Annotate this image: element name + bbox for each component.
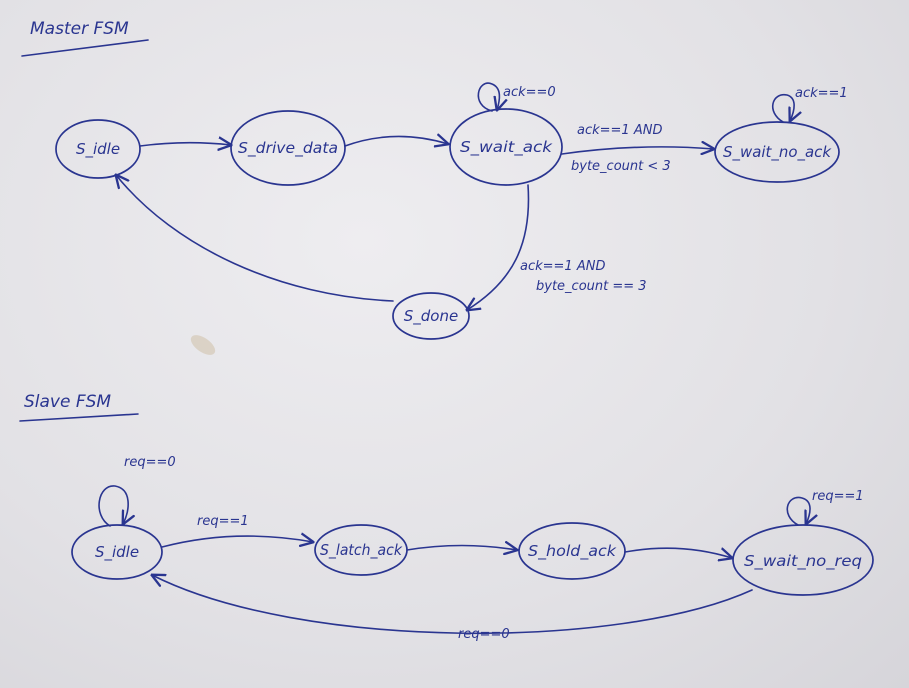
edge-slave-wait-no-req-self-label: req==1 [812, 489, 864, 504]
edge-wait-ack-to-done-label-2: byte_count == 3 [536, 279, 647, 294]
edge-wait-ack-self-loop [477, 82, 499, 111]
slave-state-latch-ack: S_latch_ack [314, 524, 408, 576]
slave-state-hold-ack: S_hold_ack [518, 522, 626, 580]
master-state-idle-label: S_idle [76, 140, 120, 159]
edge-wait-ack-to-wait-no-ack-label-2: byte_count < 3 [571, 159, 671, 174]
master-state-drive-data: S_drive_data [230, 110, 346, 186]
master-state-wait-ack: S_wait_ack [449, 108, 563, 186]
edge-wait-ack-to-wait-no-ack-label-1: ack==1 AND [577, 123, 662, 138]
edge-wait-no-ack-self-loop [772, 94, 794, 122]
paper-smudge [190, 335, 216, 355]
slave-state-wait-no-req-label: S_wait_no_req [744, 552, 862, 571]
edge-slave-wait-no-req-self-loop [786, 496, 810, 525]
edge-slave-idle-self-loop [98, 485, 128, 526]
edge-wait-ack-to-wait-no-ack [561, 147, 714, 154]
edge-slave-idle-to-latch-ack-label: req==1 [197, 514, 249, 529]
edge-slave-wait-no-req-to-idle [152, 575, 753, 635]
slave-title-underline [19, 413, 139, 422]
master-state-wait-ack-label: S_wait_ack [460, 138, 553, 157]
master-state-done-label: S_done [404, 307, 458, 326]
edge-wait-ack-self-label: ack==0 [503, 85, 556, 100]
slave-fsm-title: Slave FSM [24, 392, 111, 412]
edge-drive-data-to-wait-ack [344, 136, 448, 146]
edge-wait-ack-to-done-label-1: ack==1 AND [520, 259, 605, 274]
master-fsm-title: Master FSM [30, 19, 129, 39]
slave-state-latch-ack-label: S_latch_ack [320, 541, 403, 560]
master-state-wait-no-ack: S_wait_no_ack [714, 121, 840, 183]
edge-idle-to-drive-data [139, 143, 231, 146]
edge-slave-idle-self-label: req==0 [124, 455, 176, 470]
edge-slave-latch-ack-to-hold-ack [406, 546, 517, 551]
edge-slave-hold-ack-to-wait-no-req [624, 548, 732, 558]
slave-state-wait-no-req: S_wait_no_req [732, 524, 874, 596]
edge-wait-no-ack-self-label: ack==1 [795, 86, 848, 101]
master-state-drive-data-label: S_drive_data [238, 139, 338, 158]
master-state-idle: S_idle [55, 119, 141, 179]
master-title-underline [21, 39, 149, 57]
slave-state-idle: S_idle [71, 524, 163, 580]
slave-state-hold-ack-label: S_hold_ack [528, 542, 617, 561]
slave-state-idle-label: S_idle [95, 543, 139, 562]
master-state-done: S_done [392, 292, 470, 340]
master-state-wait-no-ack-label: S_wait_no_ack [723, 143, 832, 162]
edge-slave-wait-no-req-to-idle-label: req==0 [458, 627, 510, 642]
edge-slave-idle-to-latch-ack [161, 536, 313, 548]
edge-done-to-idle [116, 175, 394, 302]
edge-wait-ack-to-done [467, 184, 530, 310]
